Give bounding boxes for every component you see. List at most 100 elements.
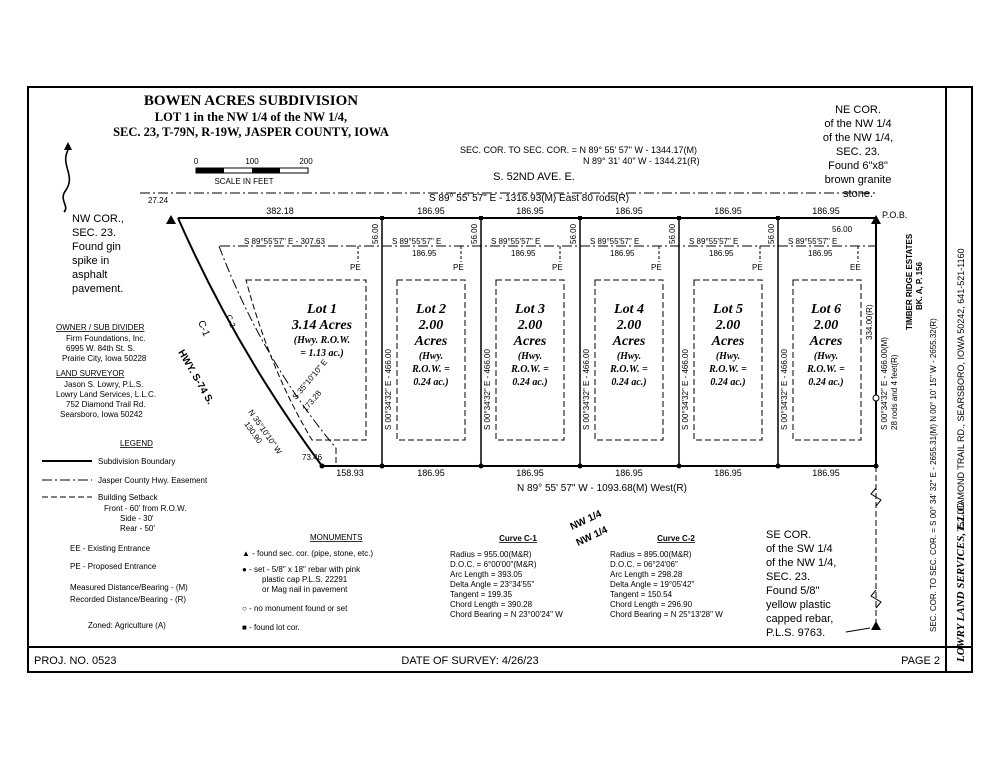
svg-text:Acres: Acres — [612, 334, 646, 349]
svg-text:2.00: 2.00 — [517, 318, 543, 333]
setback-dist-lot2: 186.95 — [412, 249, 437, 258]
surveyor-block: LAND SURVEYOR Jason S. Lowry, P.L.S. Low… — [56, 369, 156, 419]
bottom-dist-lot6: 186.95 — [812, 468, 840, 478]
se-corner-leader — [845, 627, 871, 633]
lot-corner-markers — [319, 216, 879, 469]
svg-text:Side - 30': Side - 30' — [120, 514, 154, 523]
top-dist-lot6: 186.95 — [812, 206, 840, 216]
svg-text:PE - Proposed Entrance: PE - Proposed Entrance — [70, 562, 157, 571]
svg-text:Arc Length = 298.28: Arc Length = 298.28 — [610, 570, 683, 579]
svg-text:PE: PE — [552, 263, 563, 272]
svg-text:Chord Bearing = N 23°00'24" W: Chord Bearing = N 23°00'24" W — [450, 610, 563, 619]
top-dist-lot3: 186.95 — [516, 206, 544, 216]
bottom-dist-lot4: 186.95 — [615, 468, 643, 478]
svg-text:EE - Existing Entrance: EE - Existing Entrance — [70, 544, 151, 553]
svg-text:S 00°34'32" E - 466.00: S 00°34'32" E - 466.00 — [582, 348, 591, 430]
svg-text:R.O.W. =: R.O.W. = — [609, 364, 648, 375]
top-dist-nw: 27.24 — [148, 196, 169, 205]
svg-text:Lot 3: Lot 3 — [514, 302, 545, 317]
svg-text:PE: PE — [752, 263, 763, 272]
timber-ridge-name: TIMBER RIDGE ESTATES — [905, 233, 914, 330]
svg-text:56.00: 56.00 — [668, 223, 677, 244]
building-setbacks — [245, 279, 862, 441]
svg-text:R.O.W. =: R.O.W. = — [510, 364, 549, 375]
svg-text:2.00: 2.00 — [813, 318, 839, 333]
east-line-dist: 334.00(R) — [865, 304, 874, 340]
title-line-2: LOT 1 in the NW 1/4 of the NW 1/4, — [155, 110, 347, 124]
svg-text:Radius = 895.00(M&R): Radius = 895.00(M&R) — [610, 550, 692, 559]
highway-name: HWY. S-74 S. — [175, 348, 215, 407]
svg-text:S 00°34'32" E - 466.00: S 00°34'32" E - 466.00 — [384, 348, 393, 430]
setback-dist-lot5: 186.95 — [709, 249, 734, 258]
svg-text:PE: PE — [453, 263, 464, 272]
svg-text:■ - found lot cor.: ■ - found lot cor. — [242, 623, 300, 632]
svg-text:Lot 2: Lot 2 — [415, 302, 446, 317]
svg-text:Lowry Land Services, L.L.C.: Lowry Land Services, L.L.C. — [56, 390, 156, 399]
north-arrow-icon — [62, 142, 72, 213]
svg-text:spike in: spike in — [72, 255, 109, 267]
monuments-legend: MONUMENTS ▲ - found sec. cor. (pipe, sto… — [242, 533, 373, 632]
svg-text:of the NW 1/4,: of the NW 1/4, — [823, 132, 893, 144]
svg-text:EE: EE — [850, 263, 861, 272]
svg-text:3.14 Acres: 3.14 Acres — [291, 318, 353, 333]
svg-text:Jason S. Lowry, P.L.S.: Jason S. Lowry, P.L.S. — [64, 380, 143, 389]
svg-text:(Hwy.: (Hwy. — [617, 351, 641, 362]
outer-border — [27, 86, 973, 673]
curve-c2-label: C-2 — [224, 313, 237, 329]
lot-4-label: Lot 4 2.00 Acres (Hwy. R.O.W. = 0.24 ac.… — [609, 302, 648, 388]
svg-text:Tangent = 199.35: Tangent = 199.35 — [450, 590, 513, 599]
scale-label: SCALE IN FEET — [214, 177, 273, 186]
side-sec-cor-note: SEC. COR. TO SEC. COR. = S 00° 34' 32" E… — [929, 318, 938, 632]
svg-text:Lot 6: Lot 6 — [810, 302, 841, 317]
svg-text:SEC. 23.: SEC. 23. — [766, 571, 810, 583]
lot-lines — [381, 218, 779, 466]
svg-text:2.00: 2.00 — [418, 318, 444, 333]
svg-text:Rear - 50': Rear - 50' — [120, 524, 155, 533]
no-monument-marker — [872, 394, 880, 402]
svg-text:Curve C-1: Curve C-1 — [499, 534, 537, 543]
svg-text:OWNER / SUB DIVIDER: OWNER / SUB DIVIDER — [56, 323, 145, 332]
svg-text:Tangent = 150.54: Tangent = 150.54 — [610, 590, 673, 599]
curve-c2-table: Curve C-2 Radius = 895.00(M&R) D.O.C. = … — [610, 534, 723, 619]
setback-bearing-lot1: S 89°55'57" E - 307.63 — [244, 237, 326, 246]
svg-text:Zoned: Agriculture (A): Zoned: Agriculture (A) — [88, 621, 166, 630]
bottom-dist-curve: 73.46 — [302, 453, 323, 462]
bottom-dist-lot3: 186.95 — [516, 468, 544, 478]
setback-dist-lot4: 186.95 — [610, 249, 635, 258]
lot-2-label: Lot 2 2.00 Acres (Hwy. R.O.W. = 0.24 ac.… — [411, 302, 450, 388]
svg-text:0.24 ac.): 0.24 ac.) — [808, 377, 843, 388]
subdivision-title: BOWEN ACRES SUBDIVISION — [144, 93, 358, 109]
svg-text:0.24 ac.): 0.24 ac.) — [611, 377, 646, 388]
pob-label: P.O.B. — [882, 210, 907, 220]
bottom-dist-lot5: 186.95 — [714, 468, 742, 478]
lot-3-label: Lot 3 2.00 Acres (Hwy. R.O.W. = 0.24 ac.… — [510, 302, 549, 388]
svg-text:Lot 1: Lot 1 — [306, 302, 337, 317]
svg-text:SEC. 23.: SEC. 23. — [836, 146, 880, 158]
svg-text:stone.: stone. — [843, 188, 873, 200]
highway-easement-line — [218, 245, 337, 449]
svg-text:6995 W. 84th St. S.: 6995 W. 84th St. S. — [66, 344, 135, 353]
svg-text:2.00: 2.00 — [715, 318, 741, 333]
scale-tick-200: 200 — [299, 157, 313, 166]
north-line-bearing: S 89° 55' 57" E - 1316.93(M) East 80 rod… — [429, 193, 629, 204]
svg-text:Measured Distance/Bearing - (M: Measured Distance/Bearing - (M) — [70, 583, 188, 592]
svg-text:Firm Foundations, Inc.: Firm Foundations, Inc. — [66, 334, 146, 343]
ne-corner-triangle-icon — [871, 215, 881, 224]
svg-text:= 1.13 ac.): = 1.13 ac.) — [300, 348, 343, 359]
svg-text:▲ - found sec. cor. (pipe, sto: ▲ - found sec. cor. (pipe, stone, etc.) — [242, 549, 373, 558]
svg-text:P.L.S. 9763.: P.L.S. 9763. — [766, 627, 825, 639]
svg-text:Delta Angle = 19°05'42": Delta Angle = 19°05'42" — [610, 580, 694, 589]
svg-text:S 00°34'32" E - 466.00: S 00°34'32" E - 466.00 — [483, 348, 492, 430]
svg-text:pavement.: pavement. — [72, 283, 123, 295]
svg-text:(Hwy.: (Hwy. — [814, 351, 838, 362]
side-firm-name: LOWRY LAND SERVICES, L.L.C. — [955, 501, 967, 663]
svg-text:Searsboro, Iowa 50242: Searsboro, Iowa 50242 — [60, 410, 143, 419]
setback-bearing-lot5: S 89°55'57" E — [689, 237, 738, 246]
row-56-labels: 56.00 56.00 56.00 56.00 56.00 — [371, 223, 776, 244]
svg-text:PE: PE — [350, 263, 361, 272]
road-name: S. 52ND AVE. E. — [493, 171, 575, 183]
svg-text:Chord Length = 390.28: Chord Length = 390.28 — [450, 600, 533, 609]
svg-text:0.24 ac.): 0.24 ac.) — [512, 377, 547, 388]
svg-text:56.00: 56.00 — [371, 223, 380, 244]
svg-text:Subdivision Boundary: Subdivision Boundary — [98, 457, 175, 466]
